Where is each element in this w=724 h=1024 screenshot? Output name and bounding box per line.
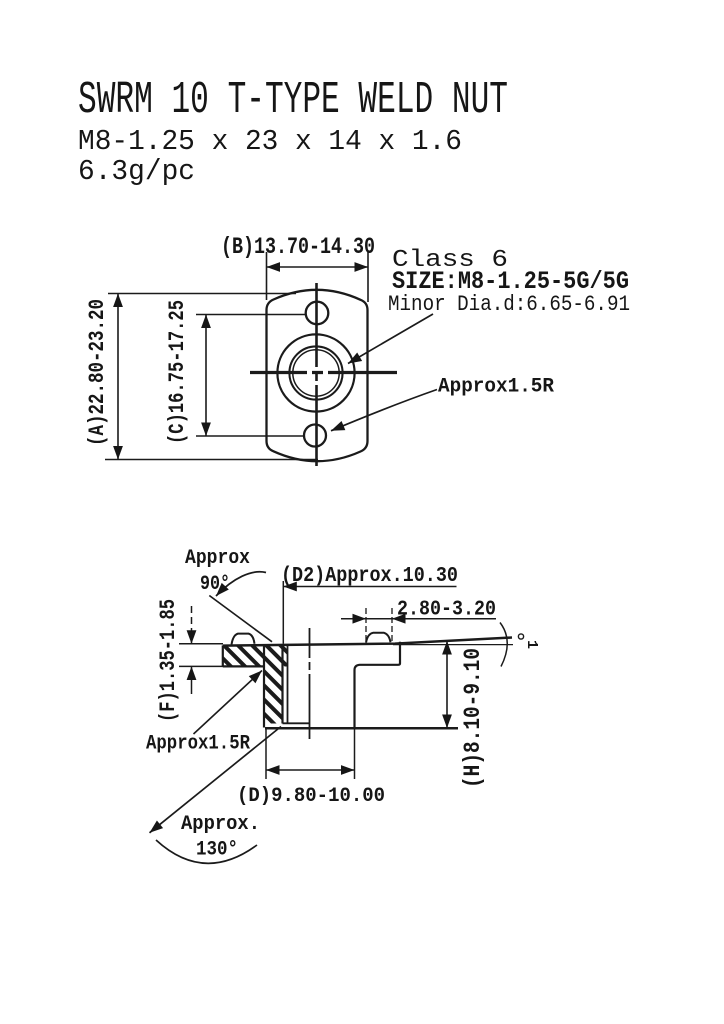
svg-text:Minor Dia.d:6.65-6.91: Minor Dia.d:6.65-6.91 bbox=[388, 292, 630, 317]
svg-text:Approx1.5R: Approx1.5R bbox=[438, 376, 554, 399]
svg-text:Approx1.5R: Approx1.5R bbox=[146, 733, 250, 756]
svg-text:Class 6: Class 6 bbox=[392, 247, 508, 274]
svg-text:(D2)Approx.10.30: (D2)Approx.10.30 bbox=[281, 565, 458, 588]
svg-text:SWRM 10 T-TYPE WELD NUT: SWRM 10 T-TYPE WELD NUT bbox=[78, 75, 508, 126]
svg-text:(A)22.80-23.20: (A)22.80-23.20 bbox=[85, 299, 110, 446]
svg-text:(D)9.80-10.00: (D)9.80-10.00 bbox=[237, 785, 385, 808]
svg-text:(H)8.10-9.10: (H)8.10-9.10 bbox=[460, 648, 486, 788]
svg-text:130°: 130° bbox=[196, 839, 238, 862]
svg-text:6.3g/pc: 6.3g/pc bbox=[78, 155, 195, 188]
svg-text:SIZE:M8-1.25-5G/5G: SIZE:M8-1.25-5G/5G bbox=[392, 267, 629, 296]
svg-text:90°: 90° bbox=[200, 573, 230, 596]
svg-text:(B)13.70-14.30: (B)13.70-14.30 bbox=[221, 234, 375, 260]
svg-text:Approx: Approx bbox=[185, 547, 250, 570]
svg-text:M8-1.25 x 23 x 14 x 1.6: M8-1.25 x 23 x 14 x 1.6 bbox=[78, 125, 462, 158]
svg-text:(C)16.75-17.25: (C)16.75-17.25 bbox=[165, 300, 190, 444]
svg-text:(F)1.35-1.85: (F)1.35-1.85 bbox=[156, 599, 181, 722]
svg-text:Approx.: Approx. bbox=[181, 813, 260, 836]
svg-text:2.80-3.20: 2.80-3.20 bbox=[397, 599, 496, 622]
svg-text:1: 1 bbox=[523, 640, 540, 649]
